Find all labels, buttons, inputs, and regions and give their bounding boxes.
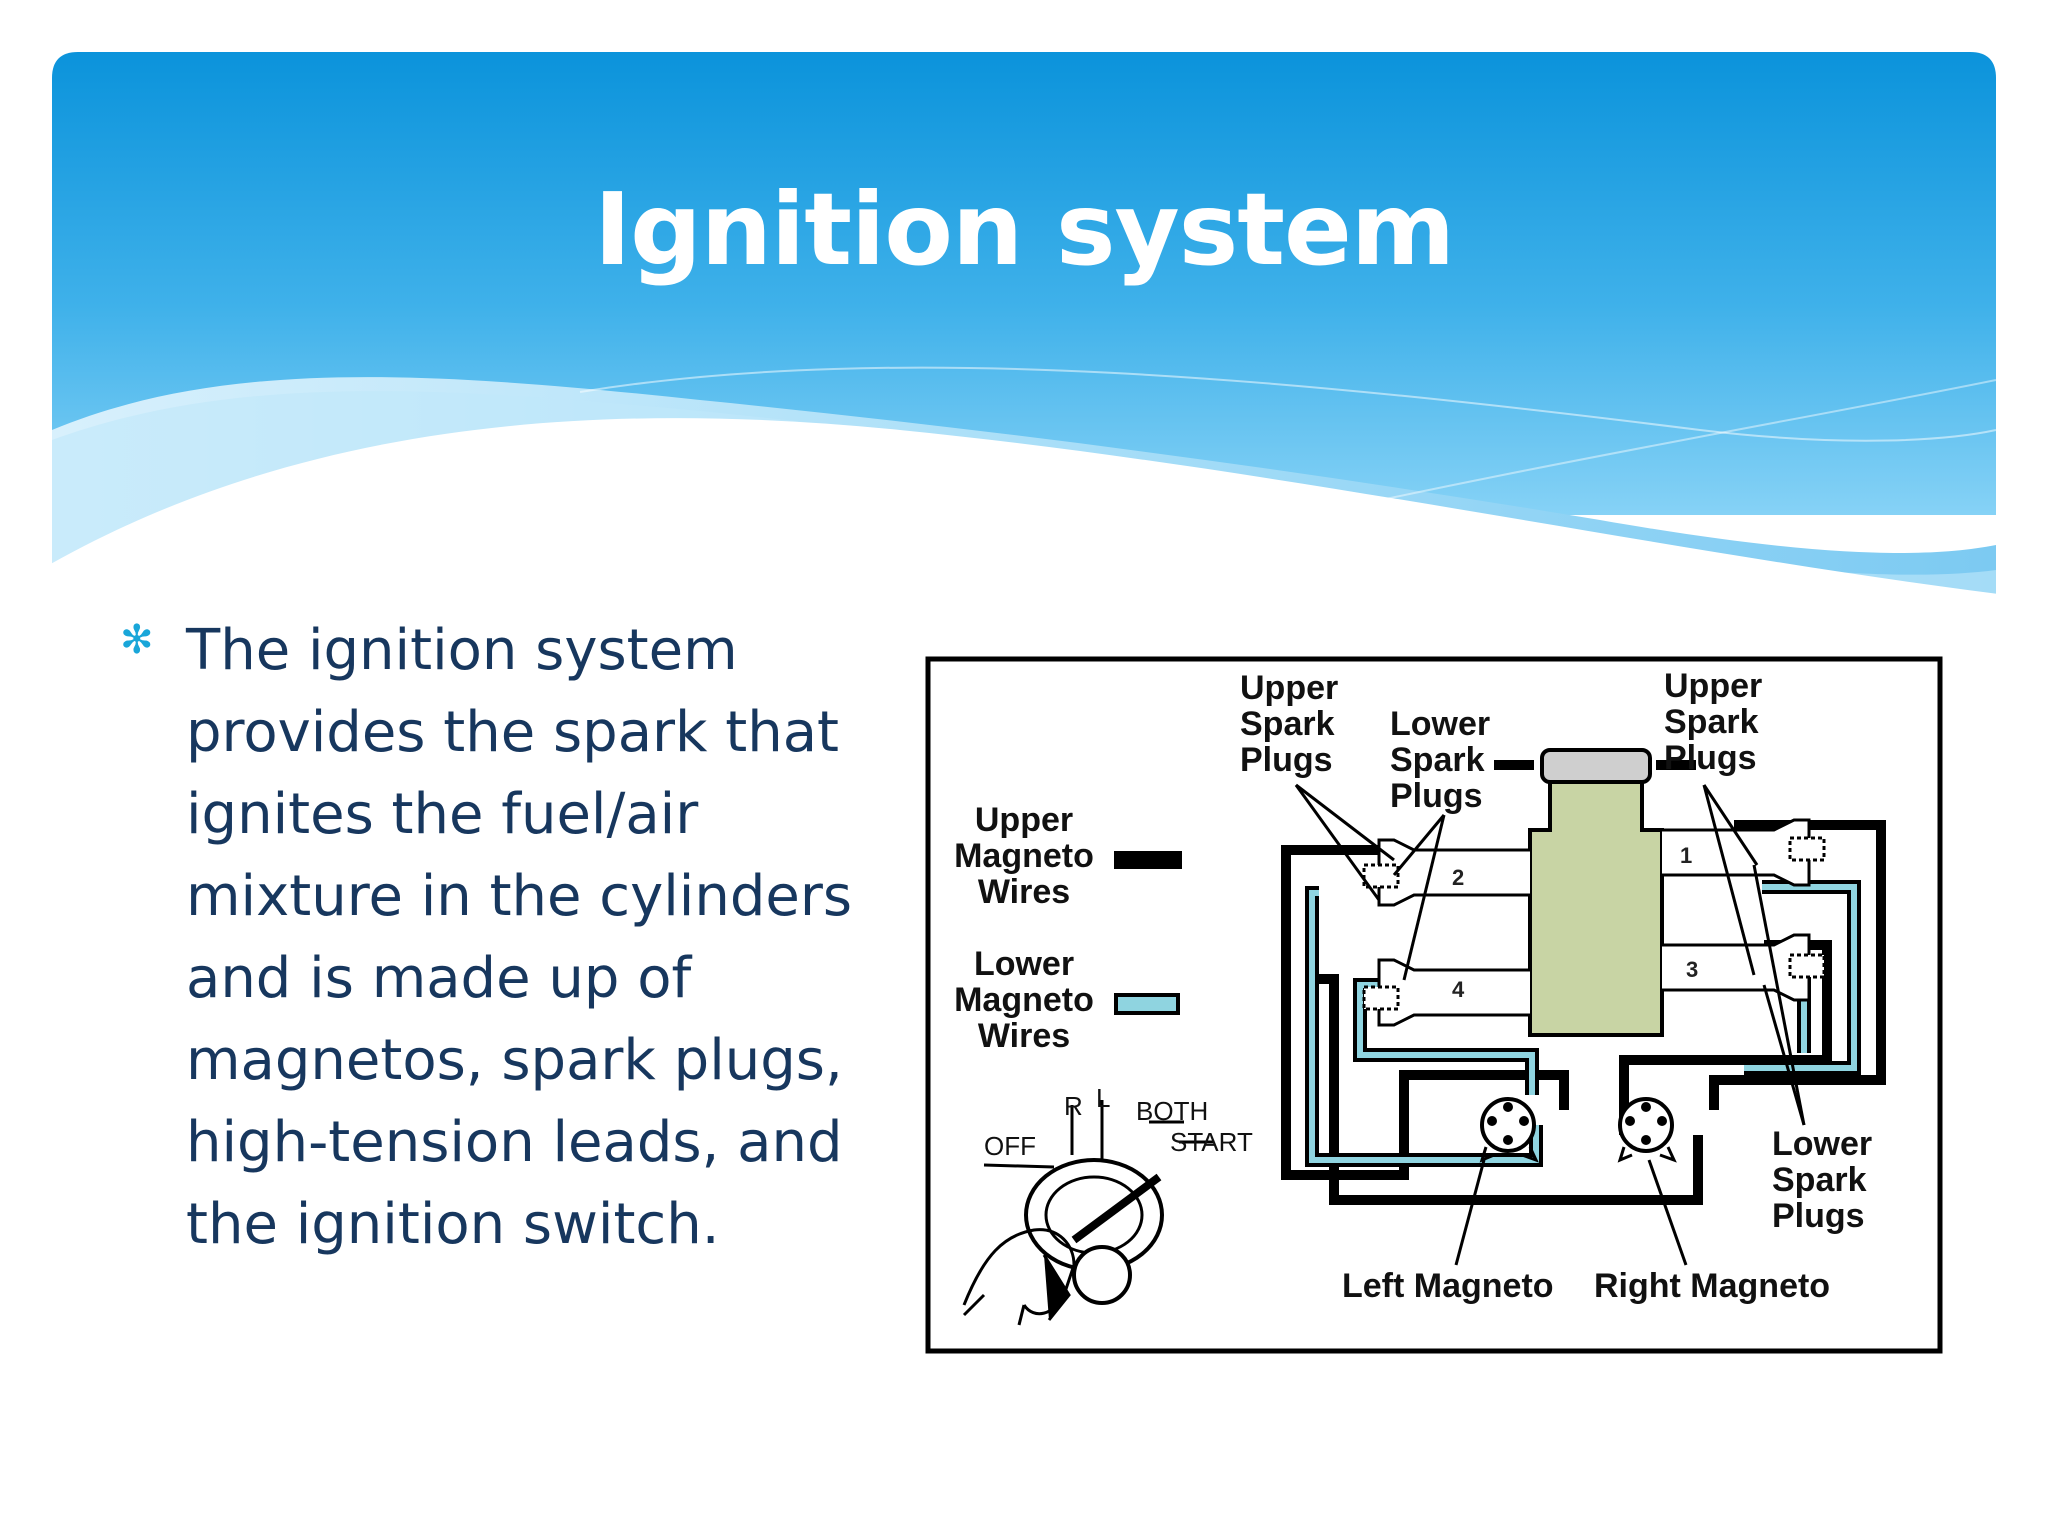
legend-lower-wire-swatch	[1114, 993, 1180, 1015]
cylinder-label-4: 4	[1452, 977, 1465, 1002]
switch-start-label: START	[1170, 1127, 1253, 1157]
label-upper-spark-plugs-left-line3: Plugs	[1240, 741, 1333, 779]
label-lower-spark-plugs-right-line3: Plugs	[1772, 1197, 1865, 1235]
label-left-magneto: Left Magneto	[1342, 1267, 1554, 1305]
switch-l-label: L	[1096, 1083, 1110, 1113]
switch-both-label: BOTH	[1136, 1096, 1208, 1126]
label-lower-spark-plugs-top-line2: Spark	[1390, 741, 1485, 779]
bullet-asterisk-icon: ✻	[120, 617, 154, 663]
left-magneto-icon	[1479, 1097, 1539, 1163]
cylinder-label-2: 2	[1452, 865, 1464, 890]
label-lower-spark-plugs-top-line3: Plugs	[1390, 777, 1483, 815]
cylinder-1	[1662, 818, 1826, 887]
label-lower-magneto-wires-line2: Magneto	[954, 981, 1094, 1019]
label-upper-spark-plugs-left-line2: Spark	[1240, 705, 1335, 743]
label-lower-magneto-wires-line3: Wires	[978, 1017, 1070, 1055]
label-upper-magneto-wires-line2: Magneto	[954, 837, 1094, 875]
label-lower-spark-plugs-right-line1: Lower	[1772, 1125, 1872, 1163]
page-title: Ignition system	[593, 171, 1455, 288]
right-magneto-icon	[1617, 1097, 1677, 1163]
label-upper-magneto-wires-line1: Upper	[975, 801, 1073, 839]
cylinder-label-3: 3	[1686, 957, 1698, 982]
engine-block	[1494, 748, 1696, 1037]
ignition-switch	[962, 1100, 1214, 1326]
label-upper-spark-plugs-right-line3: Plugs	[1664, 739, 1757, 777]
cylinder-2	[1362, 838, 1530, 907]
pointer-arrows	[1294, 783, 1806, 1266]
cylinder-4	[1362, 958, 1530, 1027]
legend-upper-wire-swatch	[1114, 851, 1182, 869]
label-right-magneto: Right Magneto	[1594, 1267, 1830, 1305]
label-lower-spark-plugs-right-line2: Spark	[1772, 1161, 1867, 1199]
header-banner	[0, 52, 2048, 600]
label-upper-spark-plugs-left-line1: Upper	[1240, 669, 1338, 707]
bullet-text: The ignition system provides the spark t…	[186, 618, 853, 1257]
label-upper-magneto-wires-line3: Wires	[978, 873, 1070, 911]
label-lower-magneto-wires-line1: Lower	[974, 945, 1074, 983]
label-upper-spark-plugs-right-line2: Spark	[1664, 703, 1759, 741]
switch-r-label: R	[1064, 1091, 1083, 1121]
switch-off-label: OFF	[984, 1131, 1036, 1161]
cylinder-label-1: 1	[1680, 843, 1692, 868]
label-upper-spark-plugs-right-line1: Upper	[1664, 667, 1762, 705]
label-lower-spark-plugs-top-line1: Lower	[1390, 705, 1490, 743]
